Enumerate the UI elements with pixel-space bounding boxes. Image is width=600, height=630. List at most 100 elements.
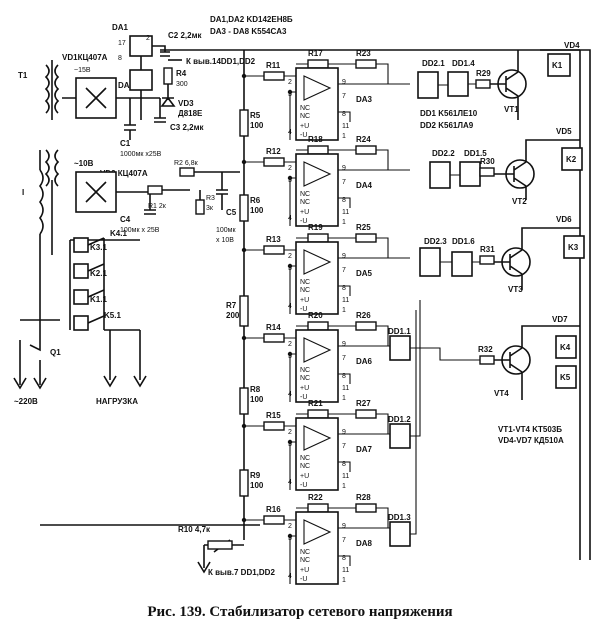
comparator-4-rin [263, 333, 285, 343]
comparator-2-rpu-label: R24 [356, 135, 371, 144]
comparator-3-node-b [287, 263, 293, 269]
comparator-1-body [295, 67, 339, 141]
comparator-1-rin-label: R11 [266, 61, 281, 70]
da-types-1: DA1,DA2 KD142EH8Б [210, 15, 293, 24]
svg-text:1: 1 [342, 219, 346, 226]
r5v-label: 100 [250, 121, 264, 130]
svg-text:-U: -U [300, 132, 307, 139]
svg-text:2: 2 [288, 165, 292, 172]
comparator-2-symbol [303, 161, 332, 187]
svg-text:1: 1 [342, 307, 346, 314]
dd-types-1: DD1 K561ЛЕ10 [420, 109, 478, 118]
dd21-label: DD2.1 [422, 59, 445, 68]
vd2-label: VD2 КЦ407А [100, 169, 148, 178]
svg-text:1: 1 [342, 483, 346, 490]
svg-text:9: 9 [342, 429, 346, 436]
comparator-5-symbol [303, 425, 332, 451]
k2-label: K2 [566, 155, 577, 164]
svg-text:2: 2 [288, 79, 292, 86]
mains-circuit: K4.1 K3.1 K2.1 K1.1 K5.1 Q1 ~220В НАГРУЗ… [13, 229, 147, 406]
svg-text:+U: +U [300, 209, 309, 216]
svg-text:-U: -U [300, 482, 307, 489]
svg-text:9: 9 [342, 253, 346, 260]
k21-label: K2.1 [90, 269, 107, 278]
r31-label: R31 [480, 245, 495, 254]
pin17-label: 17 [118, 40, 126, 47]
comparator-5-rpu-label: R27 [356, 399, 371, 408]
vd4-label: VD4 [564, 41, 580, 50]
r9v-label: 100 [250, 481, 264, 490]
r3-label: R3 [206, 195, 215, 202]
comparator-1-node-b [287, 89, 293, 95]
svg-text:1: 1 [342, 133, 346, 140]
svg-text:11: 11 [342, 209, 349, 216]
svg-text:1: 1 [342, 577, 346, 584]
comparator-4-wiring [244, 325, 410, 402]
comparator-5-label: DA7 [356, 445, 373, 454]
r1-label: R1 2к [148, 203, 167, 210]
trans-2: VD4-VD7 КД510А [498, 436, 564, 445]
c1-label: C1 [120, 139, 131, 148]
svg-text:2: 2 [288, 341, 292, 348]
comparator-4-symbol [303, 337, 332, 363]
r2-label: R2 6,8к [174, 160, 199, 167]
comparator-1-rfb [307, 59, 329, 69]
svg-text:8: 8 [342, 285, 346, 292]
comparator-4-body [295, 329, 339, 403]
q1-label: Q1 [50, 348, 61, 357]
svg-text:2: 2 [288, 253, 292, 260]
transformer-t1: T1 I [18, 60, 60, 260]
comparator-2-label: DA4 [356, 181, 373, 190]
vt4-label: VT4 [494, 389, 509, 398]
comparator-2-wiring [244, 149, 410, 226]
r4-label: R4 [176, 69, 187, 78]
comparator-2-body [295, 153, 339, 227]
comparator-5-rin [263, 421, 285, 431]
svg-text:11: 11 [342, 567, 349, 574]
k31-label: K3.1 [90, 243, 107, 252]
comparator-5-rfb-label: R21 [308, 399, 323, 408]
svg-text:NC: NC [300, 375, 310, 382]
comparator-6-body [295, 511, 339, 585]
k41-label: K4.1 [110, 229, 127, 238]
svg-text:7: 7 [342, 537, 346, 544]
k11-label: K1.1 [90, 295, 107, 304]
comparator-1-rpu [355, 59, 377, 69]
c5-label: C5 [226, 208, 237, 217]
vt3-label: VT3 [508, 285, 523, 294]
svg-text:-U: -U [300, 218, 307, 225]
k5-label: K5 [560, 373, 571, 382]
r7v-label: 200 [226, 311, 240, 320]
comparator-4-rin-label: R14 [266, 323, 281, 332]
v220-label: ~220В [14, 397, 38, 406]
vt1-label: VT1 [504, 105, 519, 114]
c5-group: C5 100мк х 10В К выв.7 DD1,DD2 [197, 172, 275, 577]
svg-text:11: 11 [342, 123, 349, 130]
svg-text:8: 8 [342, 373, 346, 380]
comparator-3-symbol [303, 249, 332, 275]
dd-types-2: DD2 K561ЛА9 [420, 121, 474, 130]
svg-text:-U: -U [300, 306, 307, 313]
r9-label: R9 [250, 471, 261, 480]
svg-text:7: 7 [342, 179, 346, 186]
svg-text:NC: NC [300, 557, 310, 564]
k1-label: K1 [552, 61, 563, 70]
svg-text:NC: NC [300, 113, 310, 120]
svg-text:9: 9 [342, 523, 346, 530]
svg-text:7: 7 [342, 443, 346, 450]
comparator-2-rin-label: R12 [266, 147, 281, 156]
pin7-label: К выв.7 DD1,DD2 [208, 568, 275, 577]
svg-text:9: 9 [342, 341, 346, 348]
comparator-4-rpu [355, 321, 377, 331]
comparator-1-wiring [244, 63, 410, 140]
svg-text:NC: NC [300, 455, 310, 462]
r6v-label: 100 [250, 206, 264, 215]
trans-1: VT1-VT4 KT503Б [498, 425, 562, 434]
logic-gates: DD2.1 DD1.4 R29 DD1 K561ЛЕ10 DD2 K561ЛА9… [388, 59, 495, 547]
r8v-label: 100 [250, 395, 264, 404]
relay-drivers: VT1 K1 VD4 VT2 K2 VD5 VT3 K3 VD6 VT4 K4 … [490, 41, 585, 445]
dd15-label: DD1.5 [464, 149, 487, 158]
comparator-5-rpu [355, 409, 377, 419]
comparator-3-rfb-label: R19 [308, 223, 323, 232]
comparator-6-rin [263, 515, 285, 525]
